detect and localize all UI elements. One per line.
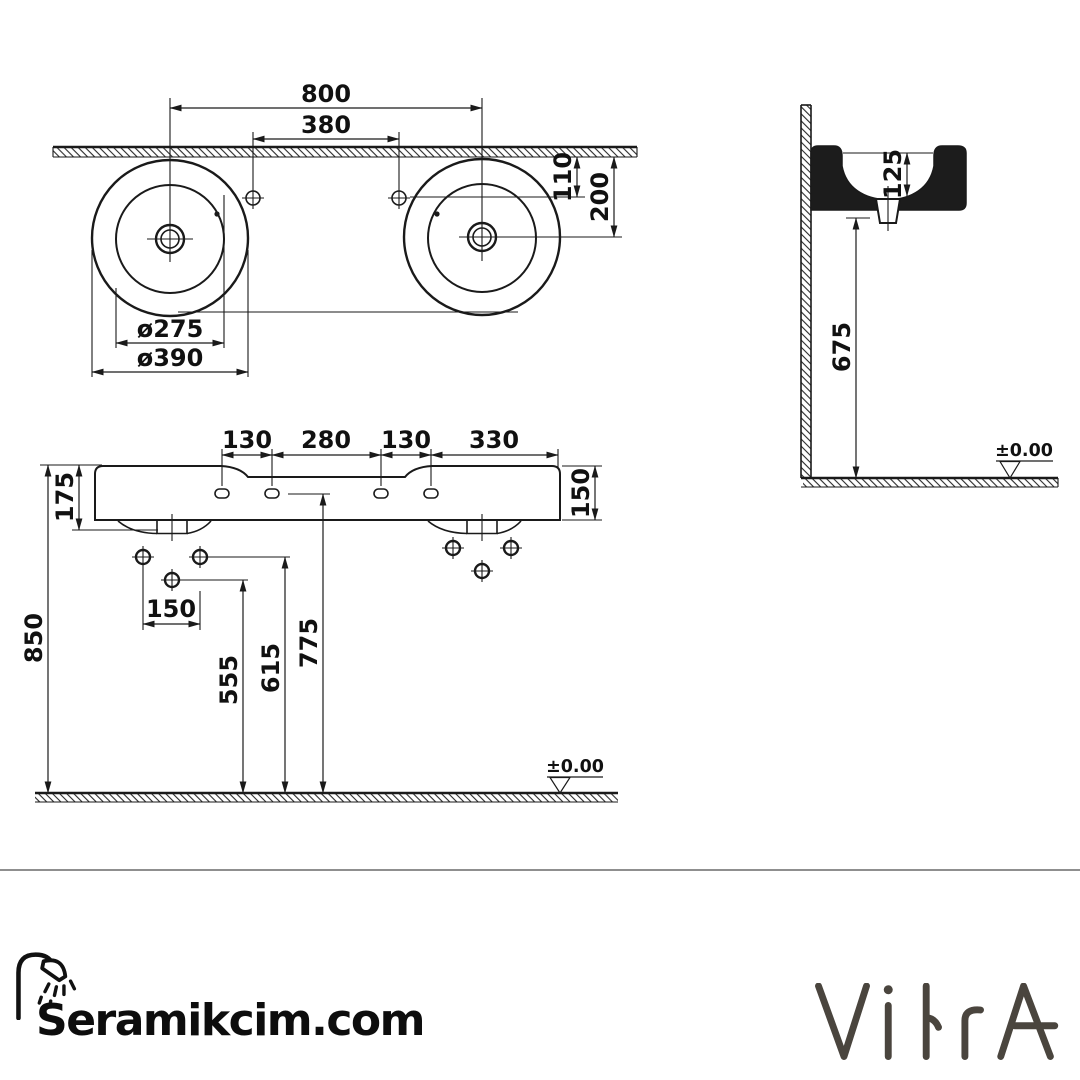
tap-slot-1 [214, 488, 230, 499]
dim-label-615: 615 [257, 643, 285, 693]
dim-drain-offset: 200 [586, 156, 618, 238]
front-view: 130 280 130 330 [20, 426, 618, 803]
datum-triangle-front [548, 776, 572, 795]
dim-label-150-right: 150 [567, 468, 595, 518]
dim-upper-hole-height: 615 [211, 556, 290, 794]
dim-height-left: 175 [40, 464, 158, 531]
dim-label-110: 110 [549, 152, 577, 202]
vitra-letter-v [815, 983, 870, 1060]
dim-label-850: 850 [20, 613, 48, 663]
dim-label-555: 555 [215, 655, 243, 705]
footer-divider [0, 869, 1080, 871]
dim-tap-offset: 110 [549, 152, 581, 202]
overflow-mark-left [214, 211, 220, 217]
fixing-hole [161, 569, 183, 591]
vitra-i-dot [883, 985, 893, 995]
overflow-mark-right [434, 211, 440, 217]
shower-icon [16, 952, 77, 1020]
tap-slot-3 [373, 488, 389, 499]
vitra-letter-r [961, 1006, 984, 1060]
site-logo: Seramikcim.com [0, 940, 540, 1060]
dim-label-125: 125 [879, 149, 907, 199]
dim-bowl-depth: 125 [879, 149, 911, 199]
dim-tap-holes: 380 [252, 111, 400, 143]
basin-front-outline [94, 465, 561, 521]
front-top-dimensions: 130 280 130 330 [221, 426, 559, 486]
side-floor-hatch [801, 476, 1059, 488]
dim-basin-centers: 800 [169, 80, 483, 112]
dim-label-380: 380 [301, 111, 351, 139]
tap-slot-4 [423, 488, 439, 499]
dim-label-200: 200 [586, 172, 614, 222]
dim-label-280: 280 [301, 426, 351, 454]
fixing-holes [132, 537, 522, 591]
dim-label-675: 675 [828, 322, 856, 372]
dim-lower-hole-height: 555 [183, 579, 248, 794]
dim-label-275: ø275 [137, 315, 204, 343]
plan-tap-hole-left [242, 132, 264, 209]
site-name: Seramikcim.com [36, 995, 426, 1046]
datum-triangle-side [998, 460, 1022, 480]
dim-inner-diameter: ø275 [115, 195, 225, 348]
side-wall-hatch [800, 104, 812, 478]
dim-tap-hole-height: 775 [288, 493, 330, 794]
plan-wall-hatch [52, 145, 638, 158]
fixing-hole [500, 537, 522, 559]
front-floor-hatch [35, 791, 618, 803]
side-floor-level-mark: ±0.00 [995, 441, 1053, 480]
dim-total-height: 850 [20, 464, 52, 794]
dim-label-775: 775 [295, 618, 323, 668]
basin-section [810, 145, 967, 231]
dim-fixing-holes: 150 [142, 568, 201, 630]
side-view: 125 675 ±0.00 [800, 104, 1059, 488]
left-bracket [117, 514, 212, 541]
technical-drawing: 800 380 [20, 80, 1059, 803]
dim-height-right: 150 [562, 465, 602, 521]
dim-label-130-right: 130 [381, 426, 431, 454]
plan-view: 800 380 [52, 80, 638, 377]
dim-label-150-fixing: 150 [146, 595, 196, 623]
tap-slot-2 [264, 488, 280, 499]
dim-underside-height: 675 [828, 217, 870, 479]
dim-label-175: 175 [51, 472, 79, 522]
floor-level-label-side: ±0.00 [995, 441, 1053, 461]
floor-level-label-front: ±0.00 [546, 757, 604, 777]
dim-label-800: 800 [301, 80, 351, 108]
vitra-letter-a [997, 983, 1059, 1060]
dim-label-330: 330 [469, 426, 519, 454]
vitra-letter-t [922, 983, 942, 1060]
vitra-logo [815, 983, 1059, 1060]
dim-label-390: ø390 [137, 344, 204, 372]
fixing-hole [471, 560, 493, 582]
dim-label-130-left: 130 [222, 426, 272, 454]
dim-outer-diameter: ø390 [91, 250, 249, 377]
fixing-hole [442, 537, 464, 559]
right-bracket [427, 514, 522, 541]
fixing-hole [132, 546, 154, 568]
front-floor-level-mark: ±0.00 [546, 757, 604, 795]
plan-tap-hole-right [388, 132, 410, 209]
fixing-hole [189, 546, 211, 568]
